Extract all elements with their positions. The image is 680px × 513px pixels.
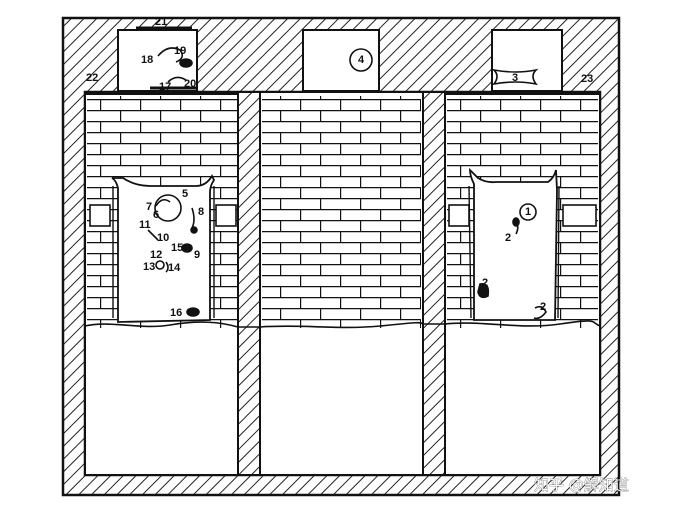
partition-right — [422, 91, 446, 476]
label-16: 16 — [170, 307, 182, 319]
label-13: 13 — [143, 261, 155, 273]
label-10: 10 — [157, 232, 169, 244]
label-18: 18 — [141, 54, 153, 66]
label-7: 7 — [146, 201, 152, 213]
label-4: 4 — [358, 54, 365, 66]
objects-room-right — [477, 203, 547, 320]
label-1: 1 — [525, 206, 531, 218]
label-22: 22 — [86, 72, 98, 84]
niche-left-b — [215, 204, 237, 227]
label-2-c: 2 — [540, 301, 546, 313]
watermark-text: 知乎 @解知道 — [534, 476, 629, 494]
brick-wall-middle — [262, 96, 421, 328]
niche-left-a — [89, 204, 111, 227]
label-15: 15 — [171, 242, 183, 254]
floor-line — [84, 320, 601, 329]
label-21: 21 — [155, 16, 167, 28]
label-19: 19 — [174, 45, 186, 57]
partition-left — [237, 91, 261, 476]
label-2-a: 2 — [505, 232, 511, 244]
label-14: 14 — [168, 262, 181, 274]
label-6: 6 — [153, 209, 159, 221]
object-3-pillow — [491, 68, 539, 86]
label-5: 5 — [182, 188, 188, 200]
label-2-b: 2 — [482, 277, 488, 289]
label-9: 9 — [194, 249, 200, 261]
niche-right-b — [562, 204, 597, 227]
dashed-openings — [237, 330, 446, 475]
label-23: 23 — [581, 73, 593, 85]
marker-4-circle — [349, 48, 373, 72]
label-20: 20 — [184, 78, 196, 90]
niche-right-a — [448, 204, 470, 227]
objects-room-left — [147, 194, 200, 317]
label-17: 17 — [159, 81, 171, 93]
label-8: 8 — [198, 206, 204, 218]
objects-niche-left — [136, 26, 196, 90]
doorway-left — [111, 174, 216, 323]
label-3: 3 — [512, 72, 518, 84]
label-12: 12 — [150, 249, 162, 261]
label-11: 11 — [139, 219, 151, 231]
